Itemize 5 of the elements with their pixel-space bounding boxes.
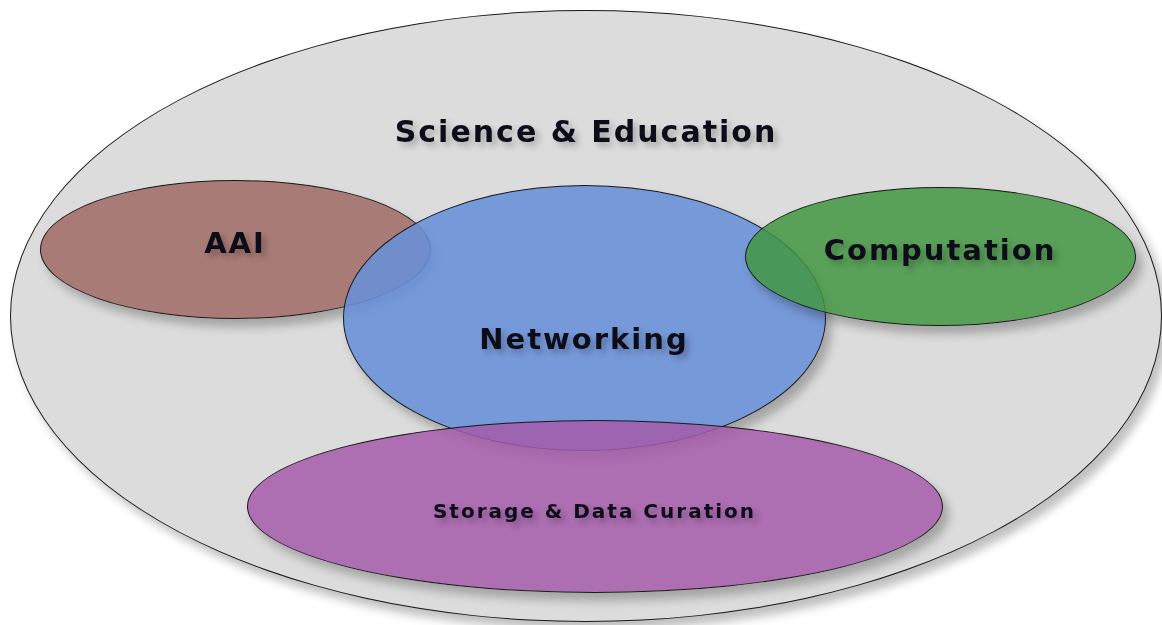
ellipse-label: Science & Education (393, 113, 779, 149)
ellipse-label: Computation (822, 232, 1058, 267)
ellipse-label: Storage & Data Curation (431, 498, 758, 523)
ellipse-label: AAI (203, 225, 267, 260)
ellipse-label: Networking (478, 321, 690, 356)
